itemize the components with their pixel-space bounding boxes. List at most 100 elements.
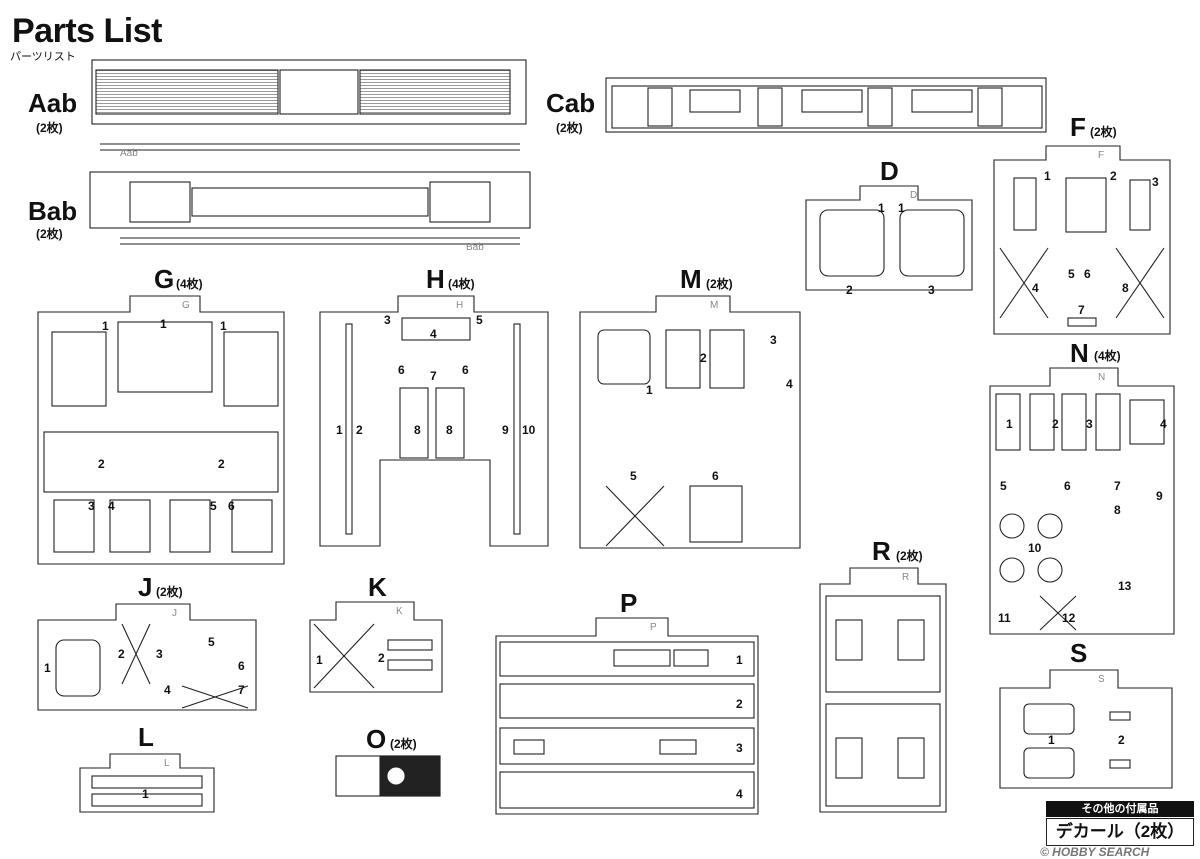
sprue-label-s: S	[1070, 638, 1088, 668]
part-number: 3	[156, 647, 163, 661]
part-number: 6	[712, 469, 719, 483]
part-number: 4	[108, 499, 115, 513]
sprue-k	[309, 601, 443, 693]
sprue-count-n: (4枚)	[1094, 349, 1121, 363]
part-number: 6	[238, 659, 245, 673]
sprue-count-g: (4枚)	[176, 277, 203, 291]
part-number: 1	[142, 787, 149, 801]
part-number: 2	[1052, 417, 1059, 431]
decal-note: デカール（2枚）	[1046, 818, 1194, 846]
part-number: 4	[786, 377, 793, 391]
part-number: 7	[430, 369, 437, 383]
sprue-tag: D	[910, 190, 917, 201]
part-number: 1	[102, 319, 109, 333]
part-number: 5	[630, 469, 637, 483]
sprue-tag: Aab	[120, 148, 138, 159]
sprue-tag: Bab	[466, 242, 484, 253]
sprue-count-h: (4枚)	[448, 277, 475, 291]
part-number: 2	[736, 697, 743, 711]
watermark: © HOBBY SEARCH	[1040, 845, 1150, 859]
part-number: 6	[228, 499, 235, 513]
part-number: 12	[1062, 611, 1076, 625]
part-number: 3	[384, 313, 391, 327]
part-number: 8	[1122, 281, 1129, 295]
part-number: 6	[1084, 267, 1091, 281]
sprue-tag: G	[182, 300, 190, 311]
sprue-p	[495, 617, 759, 815]
part-number: 1	[736, 653, 743, 667]
part-number: 2	[356, 423, 363, 437]
sprue-h	[319, 295, 549, 547]
part-number: 1	[316, 653, 323, 667]
sprue-label-k: K	[368, 572, 387, 602]
part-number: 5	[208, 635, 215, 649]
part-number: 8	[1114, 503, 1121, 517]
part-number: 4	[430, 327, 437, 341]
sprue-bab	[89, 171, 531, 245]
part-number: 2	[218, 457, 225, 471]
sprue-count-aab: (2枚)	[36, 121, 63, 135]
sprue-s	[999, 669, 1173, 789]
sprue-label-n: N	[1070, 338, 1089, 368]
part-number: 1	[1044, 169, 1051, 183]
sprue-label-m: M	[680, 264, 702, 294]
part-number: 7	[238, 683, 245, 697]
sprue-label-r: R	[872, 536, 891, 566]
sprue-l	[79, 753, 215, 813]
part-number: 9	[502, 423, 509, 437]
sprue-label-p: P	[620, 588, 638, 618]
part-number: 1	[1048, 733, 1055, 747]
part-number: 10	[522, 423, 536, 437]
part-number: 2	[378, 651, 385, 665]
sprue-label-f: F	[1070, 112, 1086, 142]
part-number: 3	[88, 499, 95, 513]
part-number: 5	[476, 313, 483, 327]
sprue-count-j: (2枚)	[156, 585, 183, 599]
part-number: 1	[160, 317, 167, 331]
part-number: 7	[1078, 303, 1085, 317]
part-number: 4	[736, 787, 743, 801]
sprue-cab	[605, 77, 1047, 133]
sprue-o	[335, 755, 441, 797]
part-number: 3	[770, 333, 777, 347]
part-number: 5	[210, 499, 217, 513]
accessories-title: その他の付属品	[1046, 801, 1194, 817]
part-number: 1	[1006, 417, 1013, 431]
part-number: 3	[736, 741, 743, 755]
sprue-n	[989, 367, 1175, 635]
part-number: 7	[1114, 479, 1121, 493]
part-number: 1	[878, 201, 885, 215]
sprue-label-l: L	[138, 722, 154, 752]
part-number: 2	[1110, 169, 1117, 183]
sprue-label-aab: Aab	[28, 88, 78, 118]
sprue-r	[819, 567, 947, 813]
sprue-g	[37, 295, 285, 565]
part-number: 2	[1118, 733, 1125, 747]
part-number: 13	[1118, 579, 1132, 593]
sprue-label-cab: Cab	[546, 88, 596, 118]
part-number: 5	[1068, 267, 1075, 281]
sprue-count-f: (2枚)	[1090, 125, 1117, 139]
sprue-count-m: (2枚)	[706, 277, 733, 291]
sprue-label-g: G	[154, 264, 175, 294]
part-number: 3	[928, 283, 935, 297]
part-number: 1	[44, 661, 51, 675]
part-number: 9	[1156, 489, 1163, 503]
sprue-tag: S	[1098, 674, 1105, 685]
sprue-label-bab: Bab	[28, 196, 78, 226]
part-number: 8	[446, 423, 453, 437]
sprue-count-r: (2枚)	[896, 549, 923, 563]
page-title: Parts List	[12, 12, 162, 50]
part-number: 5	[1000, 479, 1007, 493]
part-number: 6	[398, 363, 405, 377]
sprue-label-o: O	[366, 724, 387, 754]
part-number: 10	[1028, 541, 1042, 555]
part-number: 4	[1160, 417, 1167, 431]
part-number: 6	[462, 363, 469, 377]
part-number: 1	[898, 201, 905, 215]
sprue-aab	[91, 59, 527, 151]
part-number: 4	[164, 683, 171, 697]
sprue-tag: M	[710, 300, 718, 311]
sprue-count-bab: (2枚)	[36, 227, 63, 241]
